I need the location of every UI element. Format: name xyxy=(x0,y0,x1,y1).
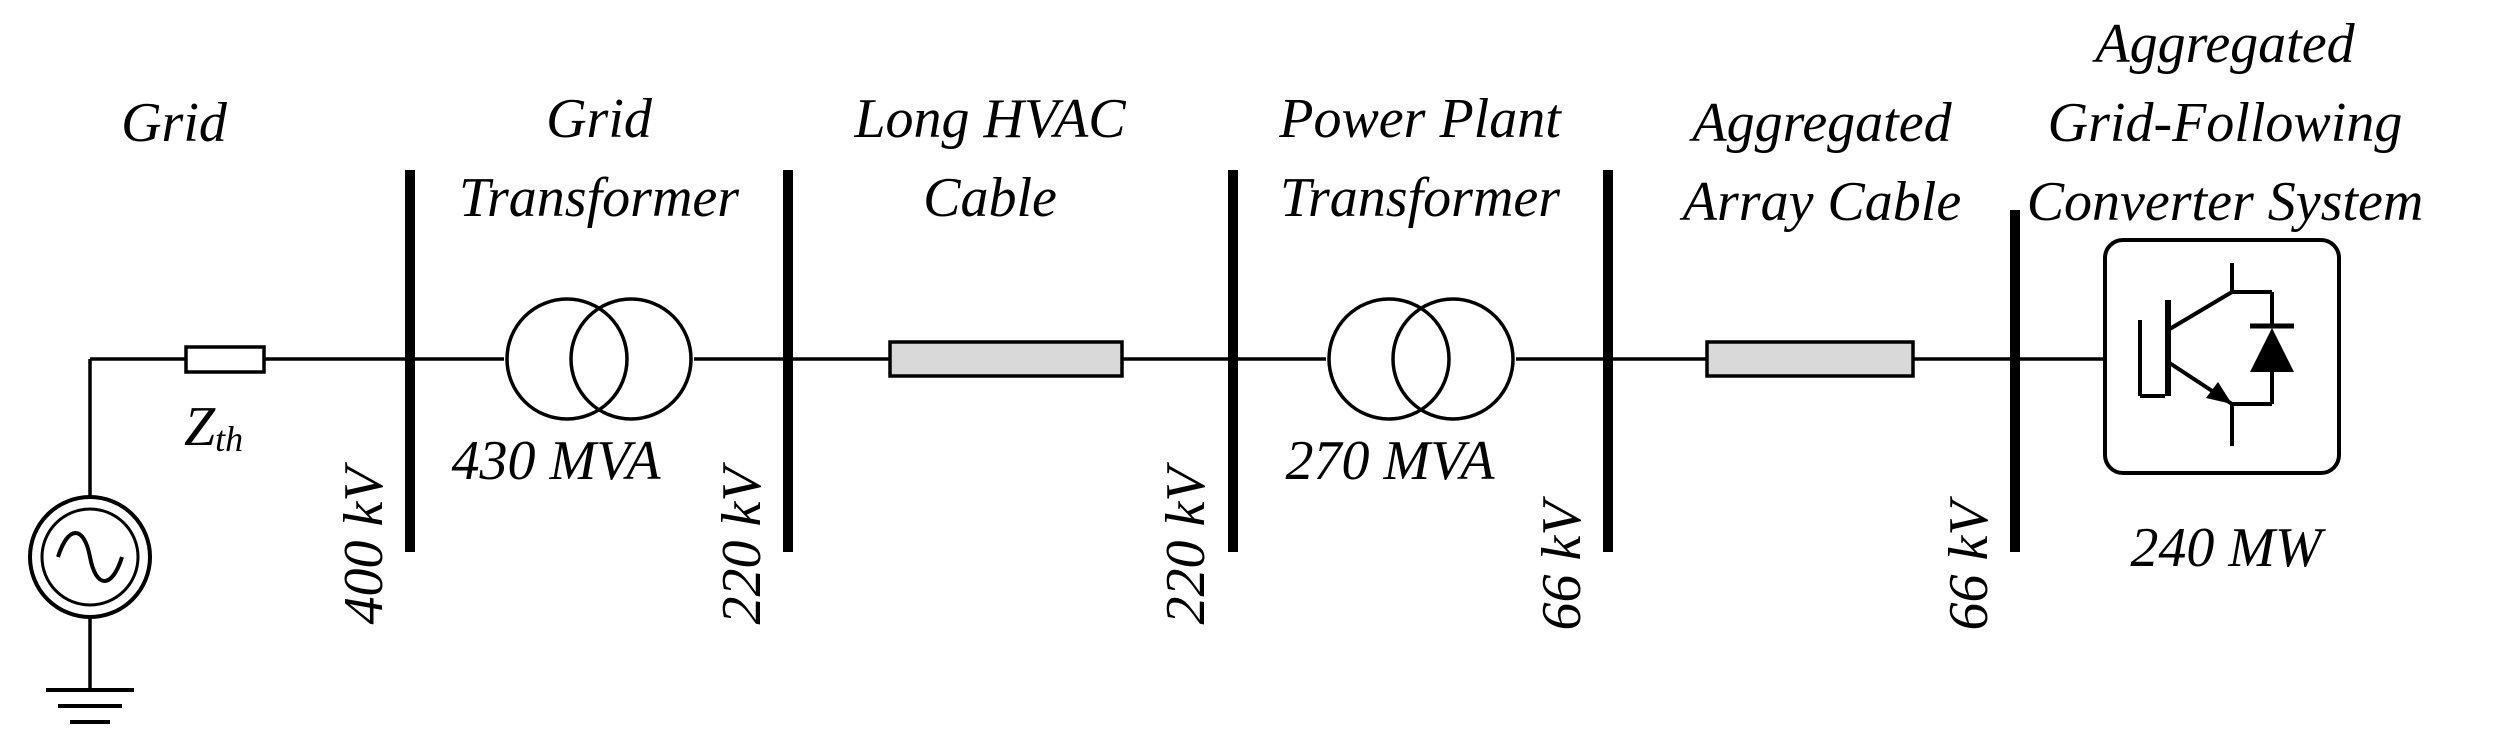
pp-transformer-rating: 270 MVA xyxy=(1286,430,1496,492)
aggregated-array-cable xyxy=(1705,340,1915,378)
grid-transformer-mask xyxy=(504,295,694,423)
converter-label-line3: Converter System xyxy=(2027,171,2424,233)
zth-label: Zth xyxy=(184,396,243,459)
converter-label-line2: Grid-Following xyxy=(2048,92,2403,154)
grid-transformer-rating: 430 MVA xyxy=(452,430,662,492)
grid-transformer-label-line1: Grid xyxy=(546,88,653,150)
hvac-cable-label-line1: Long HVAC xyxy=(853,88,1126,150)
bus-66kv-a-label: 66 kV xyxy=(1531,496,1593,631)
ground-icon xyxy=(46,688,134,724)
zth-label-base: Z xyxy=(184,396,216,458)
hvac-cable-label-line2: Cable xyxy=(923,167,1057,229)
pp-transformer-label-line2: Transformer xyxy=(1280,167,1560,229)
bus-220kv-a-label: 220 kV xyxy=(711,462,773,625)
zth-impedance xyxy=(184,345,266,374)
array-cable-label-line1: Aggregated xyxy=(1688,92,1952,154)
pp-transformer-winding-1 xyxy=(1327,297,1451,421)
grid-transformer-winding-1 xyxy=(505,297,629,421)
grid-transformer-label-line2: Transformer xyxy=(459,167,739,229)
converter-rating: 240 MW xyxy=(2130,517,2326,579)
zth-label-subscript: th xyxy=(215,419,243,459)
pp-transformer-winding-2 xyxy=(1391,297,1515,421)
grid-transformer-winding-2 xyxy=(569,297,693,421)
grid-source xyxy=(28,359,152,724)
pp-transformer-mask xyxy=(1326,295,1516,423)
converter-icon xyxy=(2103,238,2341,475)
converter-label-line1: Aggregated xyxy=(2091,13,2355,75)
long-hvac-cable xyxy=(888,340,1124,378)
ac-source-inner-ring xyxy=(40,507,140,607)
bus-400kv-label: 400 kV xyxy=(333,462,395,625)
array-cable-label-line2: Array Cable xyxy=(1679,171,1961,233)
sine-wave-icon xyxy=(56,531,124,583)
bus-66kv-b-label: 66 kV xyxy=(1938,496,2000,631)
pp-transformer-label-line1: Power Plant xyxy=(1278,88,1562,150)
grid-label: Grid xyxy=(121,92,228,154)
bus-220kv-b-label: 220 kV xyxy=(1155,462,1217,625)
